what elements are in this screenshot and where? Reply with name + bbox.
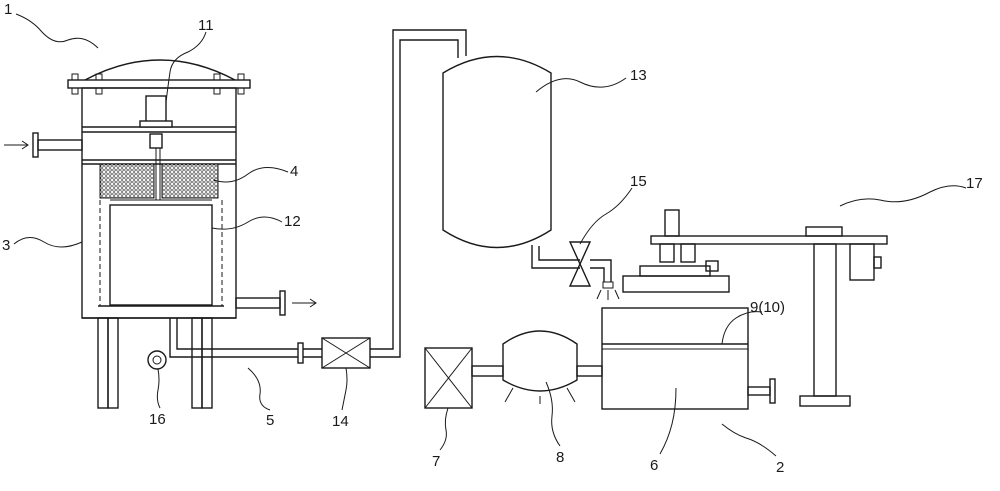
component-labels: 1 11 4 12 3 13 15 17 9(10) 16 5 14 7 8 6… [2, 1, 983, 476]
label-6: 6 [650, 457, 658, 474]
inlet-pipe [32, 132, 83, 158]
valve-14 [321, 337, 371, 369]
riser-pipe [370, 29, 467, 350]
label-3: 3 [2, 237, 10, 254]
label-2: 2 [776, 459, 784, 476]
valve-15 [568, 241, 592, 287]
valve-7 [424, 347, 473, 409]
collection-tank [601, 307, 776, 410]
label-4: 4 [290, 163, 298, 180]
outlet-pipe [235, 290, 286, 316]
spray-nozzle [596, 281, 620, 300]
vessel-legs [97, 317, 213, 409]
label-14: 14 [332, 413, 349, 430]
drain-valve [147, 350, 167, 370]
discharge-pipe [169, 318, 298, 358]
vessel-top-flange [67, 79, 251, 89]
label-15: 15 [630, 173, 647, 190]
leader-lines [13, 13, 967, 457]
actuator-motor [139, 95, 173, 200]
label-1: 1 [4, 1, 12, 18]
pressure-tank [502, 330, 578, 404]
label-7: 7 [432, 453, 440, 470]
label-12: 12 [284, 213, 301, 230]
flange-bolts [71, 73, 245, 95]
label-8: 8 [556, 449, 564, 466]
vessel-dome-cap [84, 59, 236, 81]
label-16: 16 [149, 411, 166, 428]
tank-outlet-pipe [531, 245, 580, 269]
label-17: 17 [966, 175, 983, 192]
storage-tank [442, 55, 552, 249]
label-5: 5 [266, 412, 274, 429]
filter-vessel [4, 59, 322, 409]
label-11: 11 [198, 17, 214, 34]
machine-17 [622, 209, 888, 407]
label-9-10: 9(10) [750, 299, 785, 316]
label-13: 13 [630, 67, 647, 84]
filter-cartridge [109, 204, 213, 306]
